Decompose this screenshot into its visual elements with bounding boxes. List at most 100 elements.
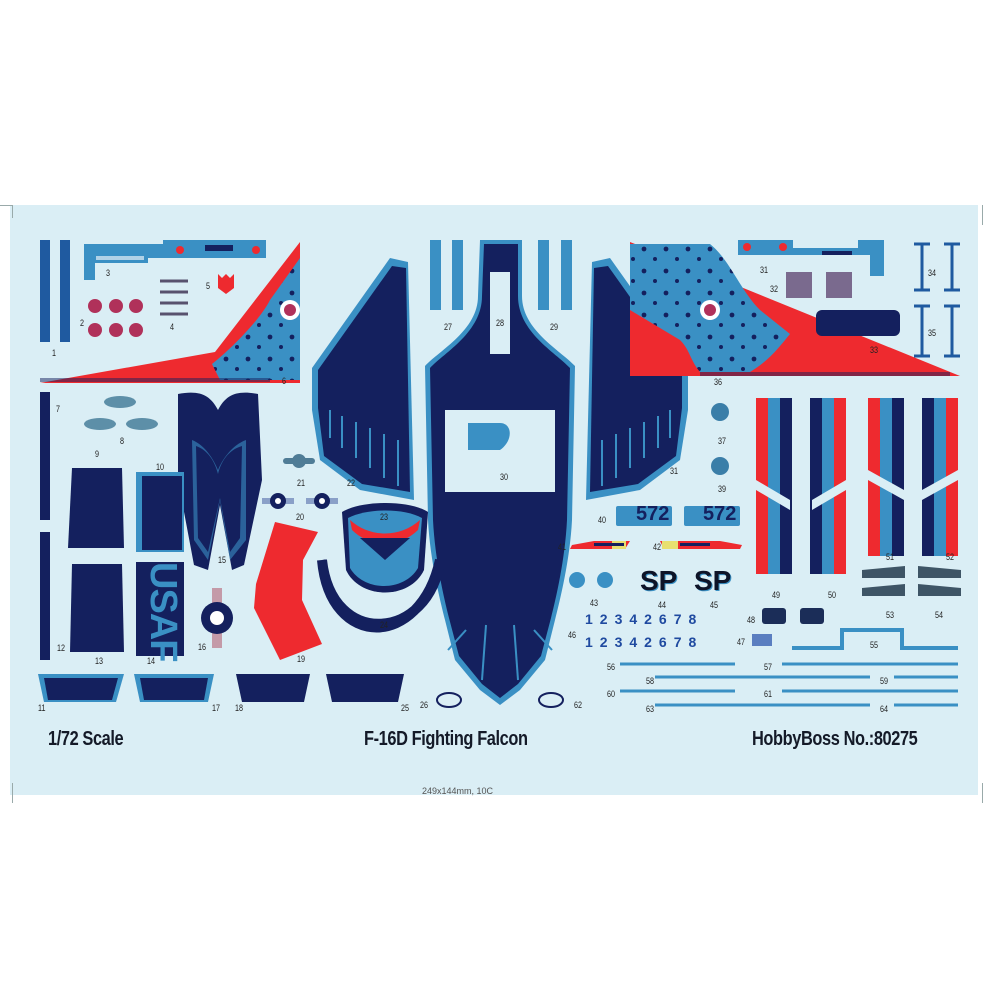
decal-48-panels — [762, 608, 824, 624]
decal-8-grey-roundels — [84, 396, 158, 430]
decal-number: 18 — [235, 703, 244, 713]
decal-14-usaf — [136, 562, 184, 656]
decal-number: 50 — [828, 590, 837, 600]
tail-number-right: 572 — [703, 503, 737, 525]
decal-number: 39 — [718, 484, 727, 494]
decal-number: 8 — [120, 436, 125, 446]
decal-number: 24 — [380, 620, 389, 630]
decal-1-stencil-strips — [40, 240, 70, 342]
crop-mark-top-left — [0, 205, 13, 218]
decal-23-emblem — [342, 503, 428, 593]
decal-number: 7 — [56, 404, 61, 414]
tail-number-left: 572 — [636, 503, 670, 525]
decal-bottom-panels — [38, 674, 404, 702]
decal-53-54-panels — [862, 566, 961, 596]
decal-36-right-tail — [630, 242, 960, 376]
decal-number: 43 — [590, 598, 599, 608]
decal-number: 20 — [296, 512, 305, 522]
decal-number: 54 — [935, 610, 944, 620]
decal-number: 52 — [946, 552, 955, 562]
decal-number: 2 — [80, 318, 85, 328]
usaf-lettering: USAF — [142, 562, 184, 662]
decal-number: 22 — [347, 478, 356, 488]
decal-56-64-lines — [620, 662, 958, 707]
decal-41-42-light-strips — [570, 541, 742, 549]
decal-2-dots — [88, 299, 143, 337]
decal-number: 55 — [870, 640, 879, 650]
decal-47-plate — [752, 634, 772, 646]
decal-28-30-fuselage — [425, 240, 575, 705]
tail-code-left: SP — [640, 565, 678, 596]
decal-number: 56 — [607, 662, 616, 672]
decal-21-roundel — [283, 454, 315, 468]
decal-number: 49 — [772, 590, 781, 600]
decal-7-12-side-strips — [40, 392, 50, 660]
decal-number: 25 — [401, 703, 410, 713]
crop-mark-top-right — [982, 205, 995, 225]
brand-label: HobbyBoss No.:80275 — [752, 728, 918, 750]
decal-number: 62 — [574, 700, 583, 710]
decal-number: 10 — [156, 462, 165, 472]
decal-number: 15 — [218, 555, 227, 565]
digit-row-2: 12342678 — [585, 634, 704, 650]
digit-row-1: 12342678 — [585, 611, 704, 627]
decal-29-strips — [538, 240, 572, 310]
decal-number: 31 — [670, 466, 679, 476]
decal-number: 57 — [764, 662, 773, 672]
decal-number: 28 — [496, 318, 505, 328]
tail-code-right: SP — [694, 565, 732, 596]
decal-10-panel — [136, 472, 184, 552]
decal-55-line — [792, 628, 958, 650]
decal-number: 63 — [646, 704, 655, 714]
decal-number: 19 — [297, 654, 306, 664]
decal-3-canopy-rail — [84, 240, 266, 280]
decal-number: 16 — [198, 642, 207, 652]
decal-number: 32 — [770, 284, 779, 294]
decal-9-13-panels — [68, 468, 124, 652]
decal-number: 9 — [95, 449, 100, 459]
scale-label: 1/72 Scale — [48, 728, 124, 750]
decal-number: 31 — [760, 265, 769, 275]
decal-number: 11 — [38, 703, 46, 713]
decal-31-top-rail — [738, 240, 884, 276]
decal-number: 4 — [170, 322, 175, 332]
decal-49-50-stripes — [756, 398, 958, 574]
decal-24-crescent — [317, 558, 445, 633]
decal-number: 14 — [147, 656, 156, 666]
decal-number: 42 — [653, 542, 662, 552]
decal-number: 48 — [747, 615, 756, 625]
decal-number: 17 — [212, 703, 221, 713]
decal-number: 30 — [500, 472, 509, 482]
decal-43-dots — [569, 572, 613, 588]
decal-32-badges — [786, 272, 852, 298]
decal-number: 23 — [380, 512, 389, 522]
decal-number: 59 — [880, 676, 889, 686]
footer-spec: 249x144mm, 10C — [422, 786, 494, 796]
decal-number: 35 — [928, 328, 937, 338]
decal-number: 1 — [52, 348, 57, 358]
decal-number: 41 — [558, 542, 567, 552]
crop-mark-bottom-left — [0, 783, 13, 803]
decal-number: 36 — [714, 377, 723, 387]
decal-34-35-i-beams — [914, 242, 960, 358]
decal-number: 6 — [282, 376, 287, 386]
decal-4-lines — [160, 279, 188, 316]
decal-number: 45 — [710, 600, 719, 610]
decal-number: 64 — [880, 704, 889, 714]
decal-number: 40 — [598, 515, 607, 525]
decal-26-62-lenses — [436, 692, 564, 708]
decal-number: 29 — [550, 322, 559, 332]
decal-number: 47 — [737, 637, 746, 647]
decal-number: 27 — [444, 322, 453, 332]
decal-number: 46 — [568, 630, 577, 640]
decal-number: 58 — [646, 676, 655, 686]
decal-6-left-tail — [40, 242, 300, 383]
decal-40-tail-number-plates — [616, 506, 740, 526]
sheet-title: F-16D Fighting Falcon — [364, 728, 528, 750]
decal-39-emblem — [711, 457, 729, 475]
decal-31-right-wing — [586, 258, 688, 500]
decal-number: 37 — [718, 436, 727, 446]
decal-37-emblem — [711, 403, 729, 421]
decal-number: 34 — [928, 268, 937, 278]
decal-5-shield — [218, 274, 234, 294]
